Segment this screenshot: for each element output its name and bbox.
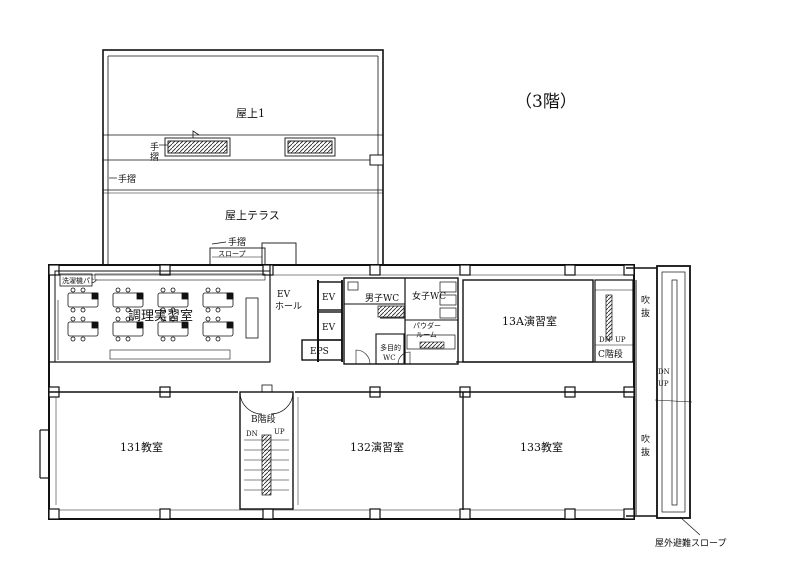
fukinuke-2-label-b: 抜 <box>641 446 650 458</box>
room-13a <box>462 279 594 363</box>
cooking-tables <box>67 287 234 342</box>
ev1-label: EV <box>322 293 336 303</box>
room-13a-label: 13A演習室 <box>502 314 557 328</box>
ev-area <box>269 265 343 362</box>
powder-room-label-1: パウダー <box>413 321 441 330</box>
lower-rooms <box>55 392 464 510</box>
columns <box>48 264 635 520</box>
handrail-label-a2: 摺 <box>150 151 159 163</box>
handrail-label-a: 手 <box>150 141 159 153</box>
room-132-label: 132演習室 <box>350 440 404 454</box>
ramp-label: 屋外避難スロープ <box>655 537 726 549</box>
eps-label: EPS <box>310 347 329 357</box>
c-stair-label: C階段 <box>598 348 623 360</box>
roof-terrace-label: 屋上テラス <box>225 209 280 222</box>
roof-1 <box>102 49 384 266</box>
b-stair-up-label: UP <box>274 428 285 436</box>
room-133-label: 133教室 <box>520 440 563 454</box>
room-131-label: 131教室 <box>120 440 163 454</box>
handrail-label-b: 手摺 <box>118 173 136 185</box>
floor-title: （3階） <box>515 92 577 112</box>
b-stair-label: B階段 <box>251 413 276 425</box>
evacuation-ramp <box>626 265 701 536</box>
multi-wc-label-1: 多目的 <box>380 343 401 352</box>
ramp-dn-label: DN <box>658 368 670 376</box>
fukinuke-1-label-b: 抜 <box>641 307 650 319</box>
b-stair <box>239 384 294 510</box>
ev-hall-label-2: ホール <box>275 301 302 312</box>
roof-1-label: 屋上1 <box>236 107 265 120</box>
wc-block <box>343 277 459 365</box>
ramp-up-label: UP <box>658 380 669 388</box>
mens-wc-label: 男子WC <box>365 293 399 304</box>
handrail-label-c: 手摺 <box>228 236 246 248</box>
fukinuke-1-label-a: 吹 <box>641 294 650 306</box>
ev2-label: EV <box>322 323 336 333</box>
multi-wc-label-2: WC <box>383 354 396 362</box>
cooking-room-label: 調理実習室 <box>128 308 193 324</box>
womens-wc-label: 女子WC <box>412 290 446 302</box>
ev-hall-label-1: EV <box>277 290 291 300</box>
roof-equipment <box>164 130 336 157</box>
c-stair-dn-label: DN <box>599 336 611 344</box>
slope-label: スロープ <box>218 250 246 258</box>
powder-room-label-2: ルーム <box>416 331 437 339</box>
laundry-label: 洗濯機パン <box>62 276 97 285</box>
fukinuke-2-label-a: 吹 <box>641 433 650 445</box>
b-stair-dn-label: DN <box>246 430 258 438</box>
corridor <box>49 361 634 393</box>
c-stair-up-label: UP <box>615 336 626 344</box>
